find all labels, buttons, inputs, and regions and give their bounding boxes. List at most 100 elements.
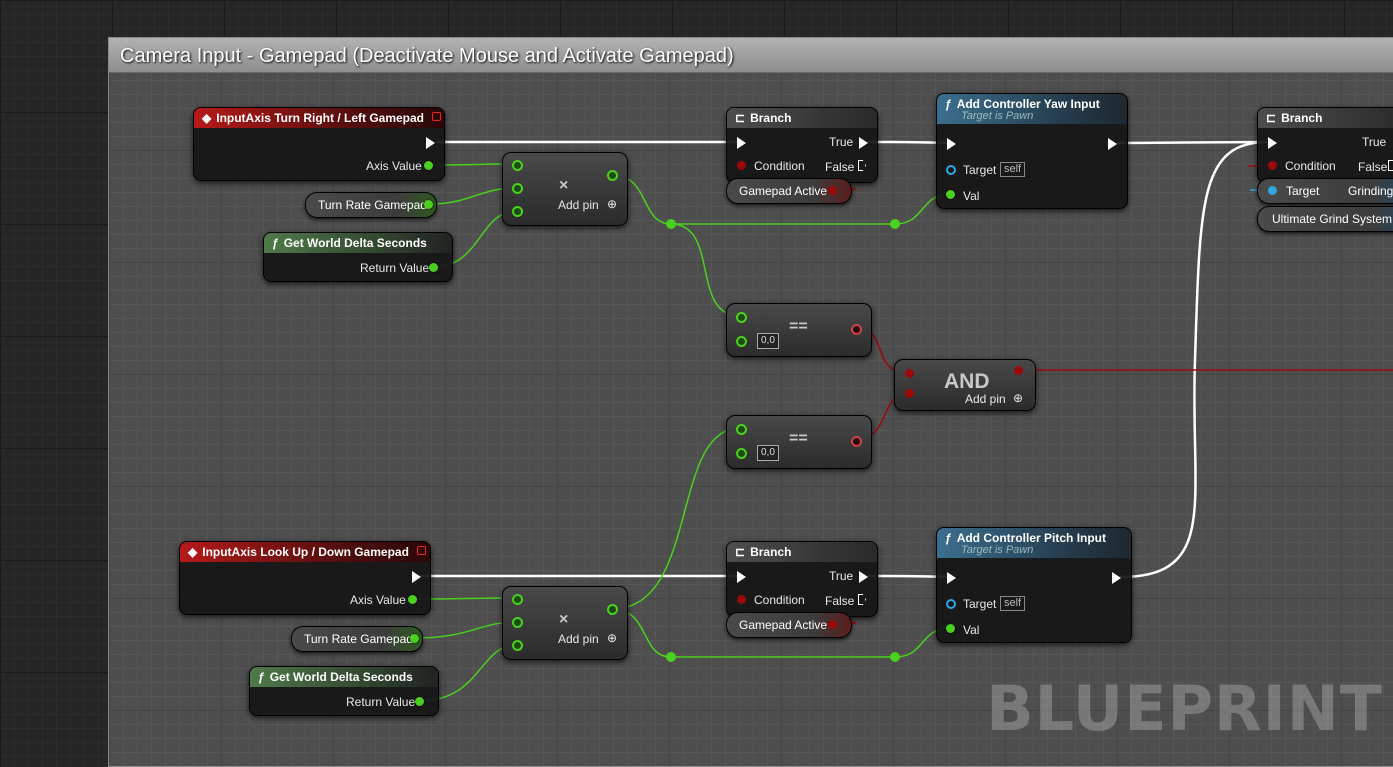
turn-rate-gamepad-var[interactable]: Turn Rate Gamepad (305, 192, 437, 218)
val-pin[interactable] (946, 190, 955, 199)
exec-in-pin[interactable] (1268, 137, 1277, 149)
exec-out-pin[interactable] (1108, 138, 1117, 150)
gamepad-active-pin[interactable] (828, 186, 837, 195)
val-label: Val (963, 623, 980, 637)
return-value-pin[interactable] (415, 697, 424, 706)
multiply-node[interactable]: × Add pin ⊕ (502, 152, 628, 226)
turn-rate-pin[interactable] (410, 634, 419, 643)
exec-wire (1119, 140, 1269, 579)
multiply-input-pin[interactable] (512, 183, 523, 194)
turn-rate-label: Turn Rate Gamepad (304, 632, 413, 646)
equal-node-2[interactable]: 0,0 == (726, 415, 872, 469)
multiply-input-pin[interactable] (512, 160, 523, 171)
axis-value-pin[interactable] (408, 595, 417, 604)
event-header: ◆ InputAxis Turn Right / Left Gamepad (194, 108, 444, 128)
float-wire (415, 621, 517, 639)
add-pin-label[interactable]: Add pin (558, 632, 599, 646)
and-input-pin[interactable] (905, 389, 914, 398)
exec-out-pin[interactable] (412, 571, 421, 583)
and-input-pin[interactable] (905, 369, 914, 378)
condition-pin[interactable] (737, 161, 746, 170)
add-pin-label[interactable]: Add pin (965, 392, 1006, 406)
pitch-title: Add Controller Pitch Input (956, 531, 1107, 545)
multiply-output-pin[interactable] (607, 604, 618, 615)
event-node-look[interactable]: ◆InputAxis Look Up / Down Gamepad Axis V… (179, 541, 431, 615)
function-icon: ƒ (945, 97, 952, 111)
false-exec-pin[interactable] (858, 160, 866, 171)
false-exec-pin[interactable] (858, 594, 866, 605)
equal-value-box[interactable]: 0,0 (757, 333, 779, 349)
equal-value-box[interactable]: 0,0 (757, 445, 779, 461)
add-pin-label[interactable]: Add pin (558, 198, 599, 212)
equal-input-pin[interactable] (736, 424, 747, 435)
multiply-output-pin[interactable] (607, 170, 618, 181)
self-value: self (1000, 596, 1026, 611)
target-grinding-var[interactable]: Target Grinding (1257, 178, 1393, 204)
float-wire (611, 427, 741, 610)
add-pin-icon[interactable]: ⊕ (1013, 391, 1024, 405)
ultimate-grind-system-var[interactable]: Ultimate Grind System (1257, 206, 1393, 232)
exec-in-pin[interactable] (737, 137, 746, 149)
target-pin[interactable] (946, 165, 956, 175)
exec-out-pin[interactable] (1112, 572, 1121, 584)
equal-operator: == (789, 318, 808, 335)
gamepad-active-var[interactable]: Gamepad Active (726, 178, 852, 204)
event-diamond-icon: ◆ (202, 111, 212, 125)
event-node-turn[interactable]: ◆ InputAxis Turn Right / Left Gamepad Axi… (193, 107, 445, 181)
return-value-pin[interactable] (429, 263, 438, 272)
multiply-node[interactable]: × Add pin ⊕ (502, 586, 628, 660)
comment-title[interactable]: Camera Input - Gamepad (Deactivate Mouse… (109, 38, 1393, 73)
branch-node-top[interactable]: ⊏Branch True Condition False (726, 107, 878, 183)
axis-value-label: Axis Value (366, 159, 422, 173)
multiply-input-pin[interactable] (512, 206, 523, 217)
axis-value-pin[interactable] (424, 161, 433, 170)
blueprint-watermark: BLUEPRINT (986, 672, 1383, 745)
exec-in-pin[interactable] (737, 571, 746, 583)
val-pin[interactable] (946, 624, 955, 633)
reroute-knot (666, 652, 676, 662)
and-node[interactable]: AND Add pin ⊕ (894, 359, 1036, 411)
function-icon: ƒ (258, 670, 265, 684)
multiply-icon: × (559, 177, 569, 194)
true-label: True (829, 135, 854, 149)
equal-input-pin[interactable] (736, 336, 747, 347)
branch-node-bottom[interactable]: ⊏Branch True Condition False (726, 541, 878, 617)
gamepad-active-pin[interactable] (828, 620, 837, 629)
exec-out-pin[interactable] (426, 137, 435, 149)
exec-in-pin[interactable] (947, 572, 956, 584)
equal-node-1[interactable]: 0,0 == (726, 303, 872, 357)
equal-output-pin[interactable] (851, 324, 862, 335)
equal-input-pin[interactable] (736, 312, 747, 323)
multiply-input-pin[interactable] (512, 617, 523, 628)
event-title: InputAxis Turn Right / Left Gamepad (216, 111, 425, 125)
branch-node-right[interactable]: ⊏Branch True Condition False (1257, 107, 1393, 183)
equal-input-pin[interactable] (736, 448, 747, 459)
equal-output-pin[interactable] (851, 436, 862, 447)
event-title: InputAxis Look Up / Down Gamepad (202, 545, 409, 559)
true-exec-pin[interactable] (859, 137, 868, 149)
turn-rate-gamepad-var[interactable]: Turn Rate Gamepad (291, 626, 423, 652)
target-pin[interactable] (946, 599, 956, 609)
multiply-input-pin[interactable] (512, 594, 523, 605)
exec-in-pin[interactable] (947, 138, 956, 150)
false-exec-pin[interactable] (1388, 160, 1393, 171)
true-exec-pin[interactable] (859, 571, 868, 583)
add-pin-icon[interactable]: ⊕ (607, 631, 618, 645)
and-output-pin[interactable] (1014, 366, 1023, 375)
add-pin-icon[interactable]: ⊕ (607, 197, 618, 211)
yaw-subtitle: Target is Pawn (961, 110, 1034, 122)
gamepad-active-var[interactable]: Gamepad Active (726, 612, 852, 638)
condition-pin[interactable] (1268, 161, 1277, 170)
true-label: True (829, 569, 854, 583)
condition-pin[interactable] (737, 595, 746, 604)
target-pin[interactable] (1268, 186, 1277, 195)
turn-rate-pin[interactable] (424, 200, 433, 209)
multiply-input-pin[interactable] (512, 640, 523, 651)
target-label: Target (963, 163, 997, 177)
target-label: Target (963, 597, 997, 611)
